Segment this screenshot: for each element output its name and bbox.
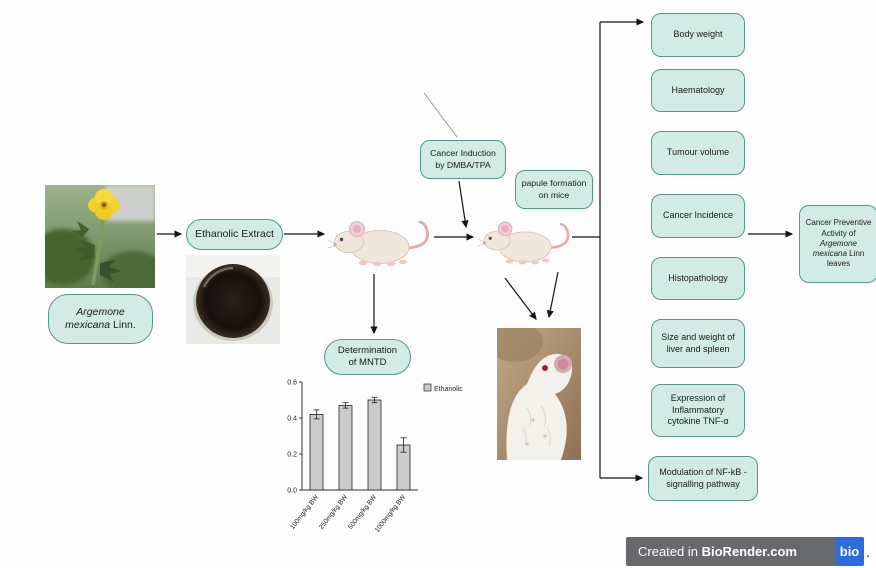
svg-text:1000mg/kg BW: 1000mg/kg BW bbox=[374, 493, 408, 533]
outcome-histopathology: Histopathology bbox=[651, 257, 745, 300]
svg-text:Ethanolic: Ethanolic bbox=[434, 386, 463, 393]
outcome-body-weight: Body weight bbox=[651, 13, 745, 57]
outcome-tnf-alpha: Expression of Inflammatory cytokine TNF-… bbox=[651, 384, 745, 437]
outcome-label: Cancer Incidence bbox=[662, 210, 734, 221]
argemone-plant-photo bbox=[45, 185, 155, 288]
plant-name-regular: Linn. bbox=[113, 319, 136, 331]
outcome-tumour-volume: Tumour volume bbox=[651, 131, 745, 175]
svg-text:0.0: 0.0 bbox=[287, 488, 297, 495]
plant-name-label: Argemone mexicana Linn. bbox=[53, 306, 148, 333]
ethanolic-extract-box: Ethanolic Extract bbox=[186, 219, 283, 250]
papule-line2: on mice bbox=[538, 189, 570, 200]
outcome-label: Haematology bbox=[671, 84, 725, 95]
attribution-prefix: Created in bbox=[638, 544, 698, 559]
outcome-liver-spleen: Size and weight of liver and spleen bbox=[651, 319, 745, 368]
final-line1: Cancer Preventive Activity of bbox=[805, 218, 872, 238]
svg-text:0.2: 0.2 bbox=[287, 452, 297, 459]
outcome-label: Tumour volume bbox=[666, 147, 730, 158]
outcome-cancer-incidence: Cancer Incidence bbox=[651, 194, 745, 238]
mntd-label: Determination of MNTD bbox=[338, 345, 397, 369]
treated-mouse-image bbox=[497, 328, 581, 460]
svg-text:500mg/kg BW: 500mg/kg BW bbox=[347, 493, 378, 531]
treated-mouse-photo bbox=[497, 328, 581, 460]
svg-text:250mg/kg BW: 250mg/kg BW bbox=[318, 493, 349, 531]
cancer-induction-box: Cancer Induction by DMBA/TPA bbox=[420, 140, 506, 179]
biorender-attribution: Created in BioRender.com bio bbox=[626, 537, 864, 566]
cancer-induction-line1: Cancer Induction bbox=[430, 148, 496, 159]
svg-text:100mg/kg BW: 100mg/kg BW bbox=[289, 493, 320, 531]
mouse-illustration-1 bbox=[328, 208, 433, 273]
final-line2: Linn leaves bbox=[826, 249, 865, 269]
petri-dish-image bbox=[186, 255, 280, 344]
final-conclusion-box: Cancer Preventive Activity of Argemone m… bbox=[799, 205, 876, 283]
final-italic: Argemone mexicana bbox=[812, 238, 857, 259]
outcome-label: Body weight bbox=[673, 29, 723, 40]
mntd-box: Determination of MNTD bbox=[324, 339, 411, 375]
ethanolic-extract-label: Ethanolic Extract bbox=[195, 227, 274, 240]
plant-photo-image bbox=[45, 185, 155, 288]
papule-formation-box: papule formation on mice bbox=[515, 170, 593, 209]
mouse-1-image bbox=[328, 220, 429, 267]
plant-name-box: Argemone mexicana Linn. bbox=[48, 294, 153, 344]
biorender-logo: bio bbox=[835, 537, 864, 566]
outcome-label: Size and weight of liver and spleen bbox=[661, 331, 735, 354]
outcome-label: Histopathology bbox=[668, 272, 728, 283]
attribution-brand: BioRender.com bbox=[701, 544, 797, 559]
plant-name-italic: Argemone mexicana bbox=[65, 305, 125, 331]
outcome-haematology: Haematology bbox=[651, 69, 745, 112]
extract-petri-dish-photo bbox=[186, 255, 280, 344]
final-conclusion-label: Cancer Preventive Activity of Argemone m… bbox=[803, 218, 874, 269]
mouse-2-image bbox=[478, 221, 570, 265]
svg-text:0.4: 0.4 bbox=[287, 416, 297, 423]
caption-period: . bbox=[866, 544, 870, 560]
attribution-text: Created in BioRender.com bbox=[626, 544, 797, 559]
mouse-illustration-2 bbox=[478, 211, 573, 271]
outcome-label: Expression of Inflammatory cytokine TNF-… bbox=[667, 393, 729, 427]
outcome-nfkb: Modulation of NF-kB -signalling pathway bbox=[648, 456, 758, 501]
mntd-line1: Determination bbox=[337, 344, 398, 356]
mntd-line2: of MNTD bbox=[348, 357, 387, 368]
cancer-induction-line2: by DMBA/TPA bbox=[435, 159, 491, 170]
svg-text:0.6: 0.6 bbox=[287, 380, 297, 387]
outcome-label: Modulation of NF-kB -signalling pathway bbox=[659, 466, 747, 489]
papule-line1: papule formation bbox=[521, 178, 587, 189]
cancer-induction-label: Cancer Induction by DMBA/TPA bbox=[430, 148, 496, 170]
papule-formation-label: papule formation on mice bbox=[522, 178, 587, 200]
